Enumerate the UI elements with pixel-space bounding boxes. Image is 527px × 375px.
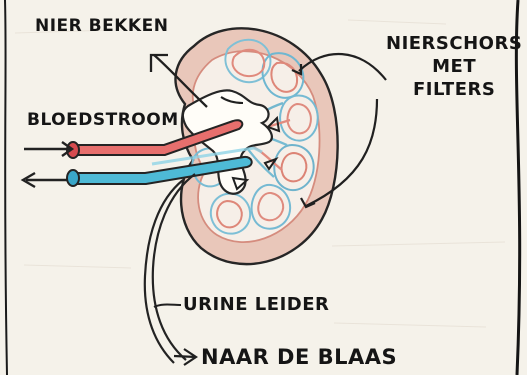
- vein-opening: [67, 170, 79, 186]
- naar-de-blaas-label: NAAR DE BLAAS: [201, 347, 397, 368]
- nierschors-met-filters-label: NIERSCHORS MET FILTERS: [386, 35, 522, 99]
- met-line: MET: [432, 58, 476, 76]
- urine-leider-label: URINE LEIDER: [183, 296, 329, 314]
- nier-bekken-label: NIER BEKKEN: [35, 18, 168, 35]
- nierschors-line: NIERSCHORS: [386, 35, 522, 53]
- filters-line: FILTERS: [413, 81, 495, 99]
- bloedstroom-label: BLOEDSTROOM: [27, 112, 179, 129]
